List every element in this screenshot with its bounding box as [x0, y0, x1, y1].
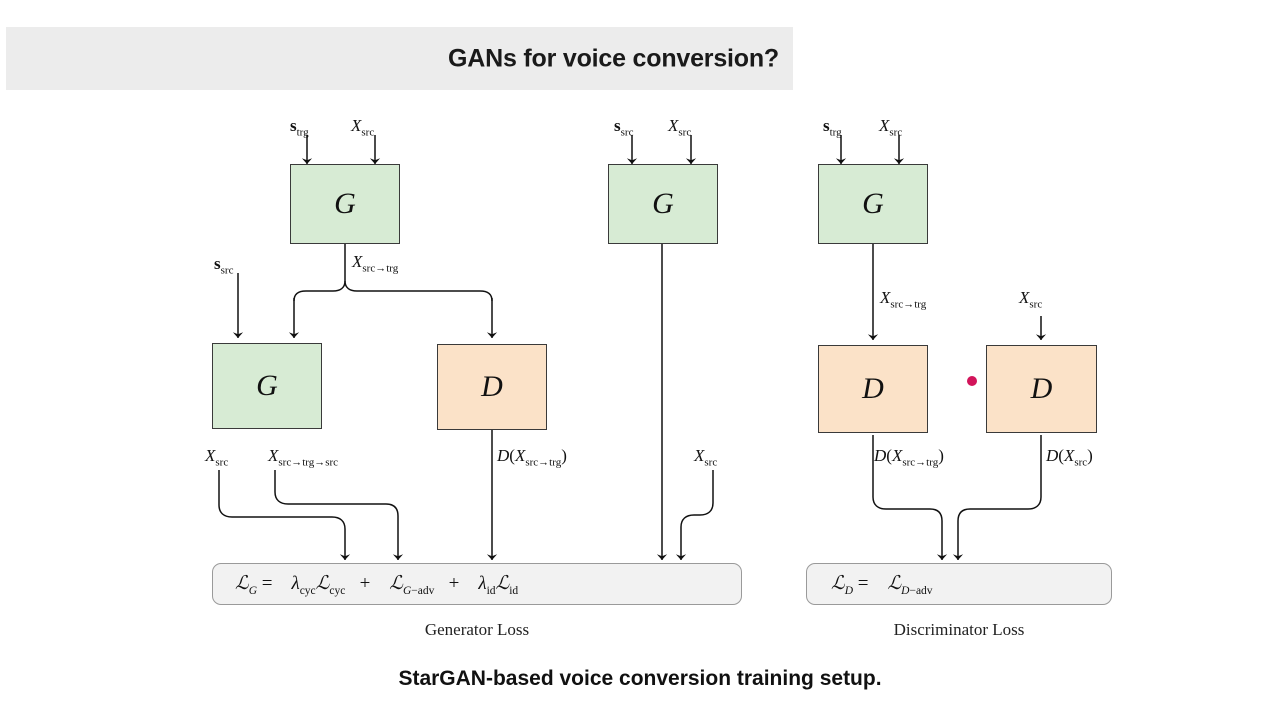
block-generator-cycle: G [212, 343, 322, 429]
label-x-src-trg-right: Xsrc→trg [880, 288, 927, 311]
generator-loss-caption: Generator Loss [424, 620, 530, 639]
discriminator-loss-equation: ℒD = ℒD−adv [831, 572, 933, 597]
label-s-trg-left: strg [290, 116, 309, 139]
generator-loss-equation: ℒG = λcycℒcyc + ℒG−adv + λidℒid [235, 572, 519, 597]
block-generator-right: G [818, 164, 928, 244]
discriminator-loss-bar: ℒD = ℒD−adv [806, 563, 1112, 605]
block-discriminator-fake: D [818, 345, 928, 433]
label-x-src-trg-left: Xsrc→trg [352, 252, 399, 275]
label-s-src-cycle: ssrc [214, 254, 234, 277]
block-generator-translate: G [290, 164, 400, 244]
label-s-trg-right: strg [823, 116, 842, 139]
label-x-src-trg-src: Xsrc→trg→src [268, 446, 339, 469]
figure-caption: StarGAN-based voice conversion training … [398, 667, 882, 690]
label-x-src-real: Xsrc [1019, 288, 1043, 311]
page-title: GANs for voice conversion? [448, 44, 779, 72]
label-x-src-identity-out: Xsrc [694, 446, 718, 469]
block-discriminator-left: D [437, 344, 547, 430]
label-d-of-x-src-trg-right: D(Xsrc→trg) [874, 446, 944, 469]
discriminator-loss-caption: Discriminator Loss [893, 620, 1025, 639]
label-x-src-identity: Xsrc [668, 116, 692, 139]
block-discriminator-real: D [986, 345, 1097, 433]
label-s-src-identity: ssrc [614, 116, 634, 139]
generator-loss-bar: ℒG = λcycℒcyc + ℒG−adv + λidℒid [212, 563, 742, 605]
label-x-src-left: Xsrc [351, 116, 375, 139]
label-x-src-right: Xsrc [879, 116, 903, 139]
label-x-src-cycle-out: Xsrc [205, 446, 229, 469]
label-d-of-x-src: D(Xsrc) [1046, 446, 1093, 469]
label-d-of-x-src-trg-left: D(Xsrc→trg) [497, 446, 567, 469]
block-generator-identity: G [608, 164, 718, 244]
title-bar: GANs for voice conversion? [6, 27, 793, 90]
cursor-pointer-dot [967, 376, 977, 386]
